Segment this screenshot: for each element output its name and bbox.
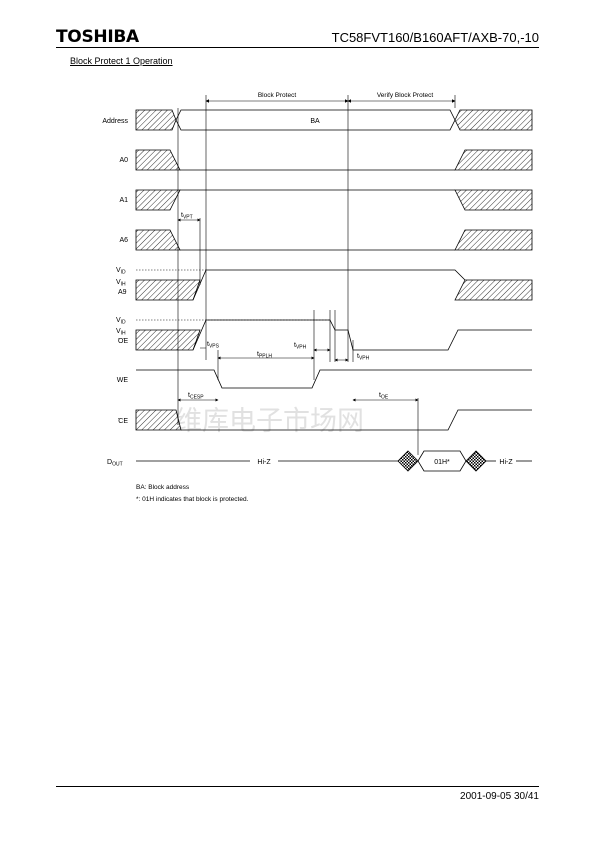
- waveform-a6: [135, 229, 533, 251]
- timing-label-tvps: tVPS: [207, 341, 220, 350]
- header-rule: [56, 47, 539, 48]
- part-number: TC58FVT160/B160AFT/AXB-70,-10: [331, 30, 539, 45]
- diagram-notes: BA: Block address *: 01H indicates that …: [136, 482, 248, 506]
- timing-label-toe: tOE: [379, 392, 389, 401]
- signal-label-a0: A0: [119, 157, 128, 164]
- waveform-ce: [135, 409, 532, 431]
- signal-label-vid-oe: VID: [116, 317, 126, 326]
- phase-verify-label: Verify Block Protect: [377, 92, 434, 99]
- dout-hiz-right: Hi-Z: [499, 459, 513, 466]
- waveform-oe: [135, 319, 532, 351]
- waveform-we: [136, 369, 532, 389]
- signal-label-oe: OE: [118, 338, 128, 345]
- signal-label-a1: A1: [119, 197, 128, 204]
- signal-label-address: Address: [102, 118, 128, 125]
- waveform-dout: [136, 450, 532, 472]
- address-ba-label: BA: [310, 118, 320, 125]
- signal-label-vih-a9: VIH: [116, 279, 126, 288]
- note-01h: *: 01H indicates that block is protected…: [136, 496, 249, 503]
- note-block-address: BA: Block address: [136, 484, 190, 491]
- dout-data-value: 01H*: [434, 459, 450, 466]
- section-title: Block Protect 1 Operation: [70, 56, 173, 66]
- reference-lines: [177, 108, 419, 455]
- timing-arrows: [177, 218, 419, 402]
- watermark-text: 维库电子市场网: [175, 406, 364, 437]
- toshiba-logo: TOSHIBA: [56, 27, 139, 47]
- timing-label-tvph-1: tVPH: [294, 342, 307, 351]
- signal-label-we: WE: [117, 377, 129, 384]
- signal-label-vid-a9: VID: [116, 267, 126, 276]
- footer-rule: [56, 786, 539, 787]
- waveform-address: [135, 109, 533, 131]
- signal-label-a9: A9: [118, 289, 127, 296]
- timing-label-tvph-2: tVPH: [357, 353, 370, 362]
- signal-label-vih-oe: VIH: [116, 328, 126, 337]
- signal-label-a6: A6: [119, 237, 128, 244]
- phase-block-protect-label: Block Protect: [258, 92, 296, 99]
- timing-label-tcesp: tCESP: [188, 392, 204, 401]
- phase-brackets: [205, 95, 456, 108]
- signal-label-dout: DOUT: [107, 459, 123, 468]
- timing-label-tvpt: tVPT: [181, 212, 193, 221]
- signal-label-ce: CE: [118, 418, 128, 425]
- waveform-a1: [135, 189, 533, 211]
- footer-date-page: 2001-09-05 30/41: [460, 791, 539, 802]
- waveform-a0: [135, 149, 533, 171]
- waveform-a9: [135, 269, 533, 301]
- dout-hiz-left: Hi-Z: [257, 459, 271, 466]
- timing-label-tpplh: tPPLH: [257, 351, 272, 360]
